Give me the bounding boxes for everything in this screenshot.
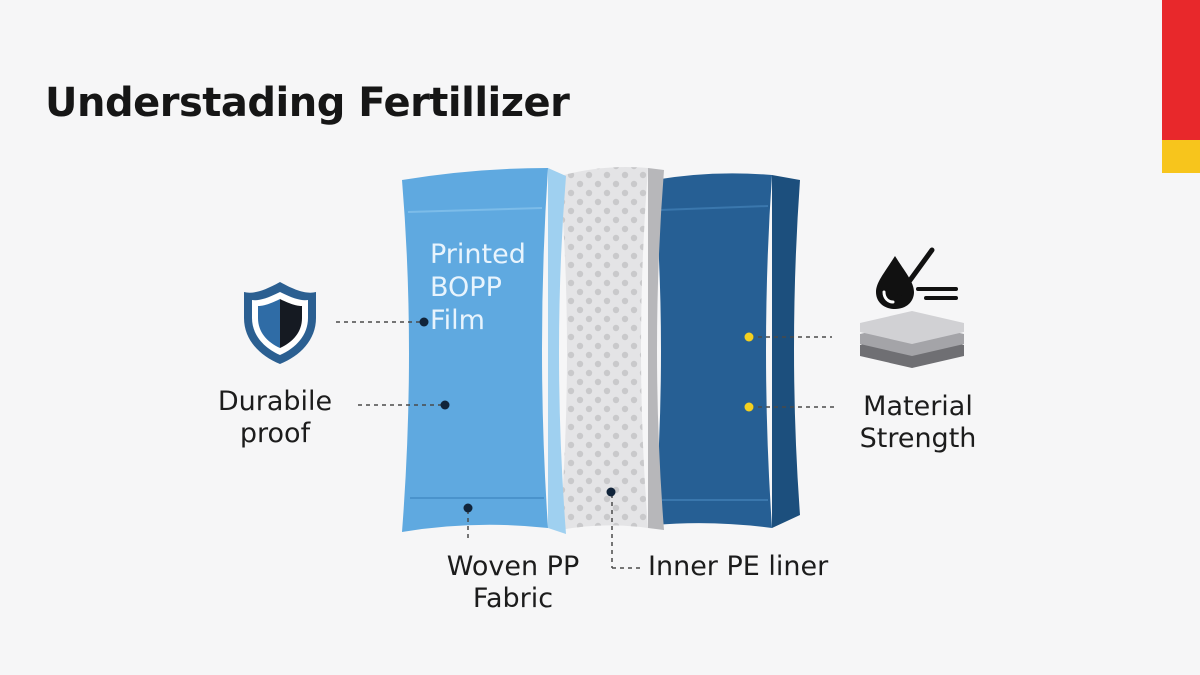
- shield-icon: [244, 282, 316, 364]
- leader-dots: [419, 317, 754, 513]
- woven-label-line: Woven PP: [446, 551, 580, 582]
- material-label-line: Material: [863, 391, 973, 422]
- bopp-label-line: Film: [430, 305, 485, 336]
- bopp-label-line: Printed: [430, 239, 526, 270]
- bopp-label-line: BOPP: [430, 272, 502, 303]
- leader-lines: [336, 321, 836, 569]
- water-drop-icon: [876, 247, 958, 309]
- durable-label-line: Durabile: [217, 386, 333, 417]
- material-label-line: Strength: [859, 423, 977, 454]
- stacked-layers-icon: [860, 311, 964, 368]
- corner-accent-yellow: [1162, 140, 1200, 173]
- durable-proof-label: Durabile proof: [205, 386, 345, 450]
- woven-pp-label: Woven PP Fabric: [428, 551, 598, 615]
- bopp-layer: [402, 168, 566, 534]
- inner-pe-label: Inner PE liner: [648, 551, 829, 582]
- bopp-layer-label: Printed BOPP Film: [430, 238, 526, 337]
- woven-layer: [654, 173, 800, 529]
- woven-label-line: Fabric: [472, 583, 554, 614]
- corner-accent-red: [1162, 0, 1200, 140]
- material-strength-label: Material Strength: [843, 391, 993, 455]
- pe-liner-layer: [560, 167, 664, 530]
- page-title: Understading Fertillizer: [45, 80, 570, 126]
- durable-label-line: proof: [239, 418, 311, 449]
